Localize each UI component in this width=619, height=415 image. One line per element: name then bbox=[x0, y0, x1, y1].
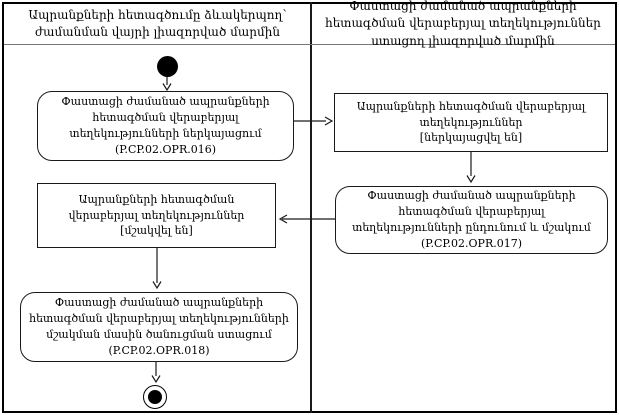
activity-label: Փաստացի ժամանած ապրանքների հետագծման վեր… bbox=[29, 296, 289, 357]
final-node-dot bbox=[148, 390, 162, 404]
swimlane-title-right: Փաստացի ժամանած ապրանքների հետագծման վեր… bbox=[325, 0, 601, 48]
initial-node bbox=[157, 56, 178, 77]
swimlane-header-row: Ապրանքների հետագծումը ձևակերպող՝ ժամանմա… bbox=[4, 0, 615, 48]
swimlane-header-left: Ապրանքների հետագծումը ձևակերպող՝ ժամանմա… bbox=[4, 4, 311, 44]
activity-code: (P.CP.02.OPR.016) bbox=[114, 142, 217, 156]
activity-node-opr017: Փաստացի ժամանած ապրանքների հետագծման վեր… bbox=[335, 186, 608, 254]
activity-label: Փաստացի ժամանած ապրանքների հետագծման վեր… bbox=[352, 189, 591, 234]
swimlane-header-right: Փաստացի ժամանած ապրանքների հետագծման վեր… bbox=[311, 0, 615, 48]
object-state: [ներկայացվել են] bbox=[419, 131, 523, 145]
object-node-submitted: Ապրանքների հետագծման վերաբերյալ տեղեկութ… bbox=[334, 93, 608, 152]
activity-label: Փաստացի ժամանած ապրանքների հետագծման վեր… bbox=[61, 95, 270, 140]
object-node-processed: Ապրանքների հետագծման վերաբերյալ տեղեկութ… bbox=[37, 183, 276, 248]
activity-node-opr016: Փաստացի ժամանած ապրանքների հետագծման վեր… bbox=[37, 91, 294, 161]
final-node bbox=[143, 385, 167, 409]
object-state: [մշակվել են] bbox=[120, 224, 193, 238]
activity-code: (P.CP.02.OPR.017) bbox=[420, 236, 523, 250]
object-label: Ապրանքների հետագծման վերաբերյալ տեղեկութ… bbox=[356, 99, 586, 129]
swimlane-title-left: Ապրանքների հետագծումը ձևակերպող՝ ժամանմա… bbox=[28, 7, 287, 39]
activity-node-opr018: Փաստացի ժամանած ապրանքների հետագծման վեր… bbox=[20, 292, 298, 362]
object-label: Ապրանքների հետագծման վերաբերյալ տեղեկութ… bbox=[68, 192, 245, 222]
lane-divider bbox=[310, 2, 312, 413]
